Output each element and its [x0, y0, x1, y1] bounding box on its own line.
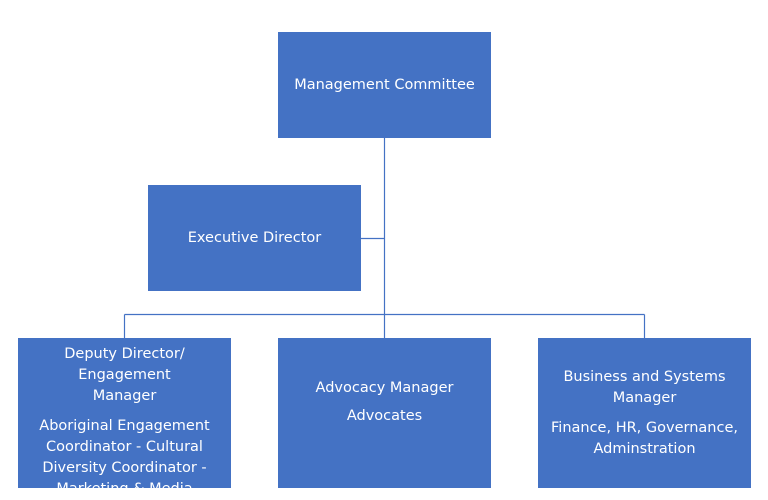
executive-director-box: Executive Director: [148, 185, 361, 291]
org-chart: Management Committee Executive Director …: [18, 32, 751, 497]
business-systems-manager-box: Business and Systems Manager Finance, HR…: [538, 338, 751, 488]
connector-lines: [123, 138, 646, 338]
deputy-director-title: Deputy Director/ Engagement Manager: [64, 346, 185, 404]
advocacy-manager-box: Advocacy Manager Advocates: [278, 338, 491, 488]
advocacy-manager-reports: Advocates: [346, 408, 423, 424]
management-committee-box: Management Committee: [278, 32, 491, 138]
deputy-director-reports: Aboriginal Engagement Coordinator - Cult…: [39, 418, 210, 497]
executive-director-title: Executive Director: [187, 229, 322, 246]
deputy-director-box: Deputy Director/ Engagement Manager Abor…: [18, 338, 231, 497]
business-systems-manager-title: Business and Systems Manager: [563, 369, 726, 406]
advocacy-manager-title: Advocacy Manager: [315, 380, 454, 396]
management-committee-title: Management Committee: [294, 76, 475, 93]
business-systems-manager-reports: Finance, HR, Governance, Adminstration: [551, 420, 738, 457]
